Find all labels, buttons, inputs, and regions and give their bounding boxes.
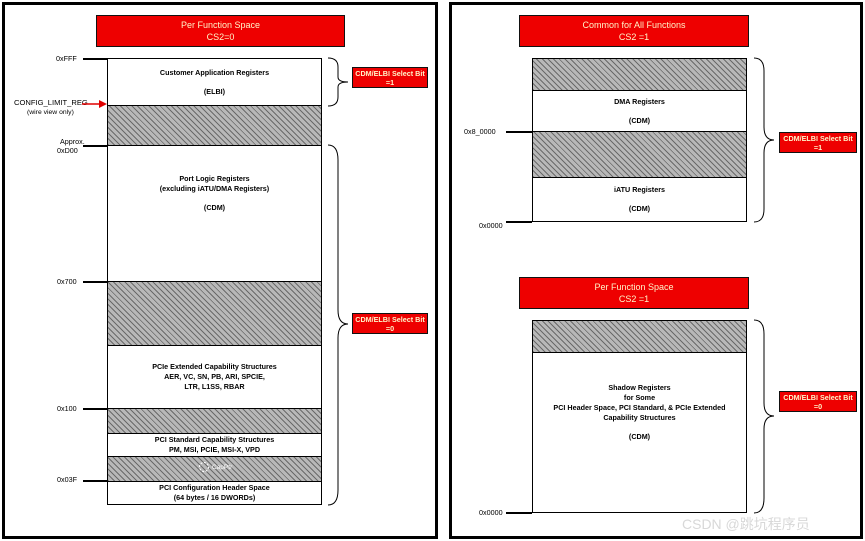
common-reserved-1 [532,58,747,91]
left-header-cs: CS2=0 [206,32,235,42]
left-header-title: Per Function Space [180,20,261,30]
address-0x700: 0x700 [57,277,77,286]
common-reserved-2 [532,131,747,178]
iatu-registers: iATU Registers (CDM) [532,177,747,222]
tick-0xfff [83,58,107,60]
watermark: CSDN @跳坑程序员 [682,516,810,532]
common-select-bit: CDM/ELBI Select Bit =1 [779,132,857,153]
config-limit-arrow-icon [82,100,107,108]
port-logic-registers: Port Logic Registers (excluding iATU/DMA… [107,145,322,282]
dma-registers: DMA Registers (CDM) [532,90,747,132]
tick-common-0x0000 [506,221,532,223]
cdm-select-bit-left: CDM/ELBI Select Bit =0 [352,313,428,334]
config-limit-reg-label: CONFIG_LIMIT_REG [14,98,88,107]
shadow-registers: Shadow Registers for Some PCI Header Spa… [532,352,747,513]
tick-0x8-0000 [506,131,532,133]
reserved-region-3 [107,408,322,434]
address-0xd00: 0xD00 [57,146,78,155]
address-0x100: 0x100 [57,404,77,413]
address-0xfff: 0xFFF [56,54,77,63]
address-0x03f: 0x03F [57,475,77,484]
wire-view-only-label: (wire view only) [27,109,74,116]
capptr-dashed-circle-icon [199,462,209,472]
elbi-brace [327,57,349,107]
left-header: Per Function Space CS2=0 [96,15,345,47]
shadow-select-bit: CDM/ELBI Select Bit =0 [779,391,857,412]
elbi-select-bit: CDM/ELBI Select Bit =1 [352,67,428,88]
address-0x8-0000: 0x8_0000 [464,127,496,136]
pcie-extended-capability-structures: PCIe Extended Capability Structures AER,… [107,345,322,409]
capptr-label: CapPtr [198,461,232,473]
tick-0xd00 [83,145,107,147]
reserved-region-1 [107,105,322,146]
customer-application-registers: Customer Application Registers (ELBI) [107,58,322,106]
reserved-region-2 [107,281,322,346]
tick-shadow-0x0000 [506,512,532,514]
common-brace [753,57,775,223]
address-shadow-0x0000: 0x0000 [479,508,503,517]
shadow-brace [753,319,775,514]
shadow-reserved [532,320,747,353]
shadow-header: Per Function Space CS2 =1 [519,277,749,309]
pci-standard-capability-structures: PCI Standard Capability Structures PM, M… [107,433,322,457]
common-header: Common for All Functions CS2 =1 [519,15,749,47]
address-common-0x0000: 0x0000 [479,221,503,230]
tick-0x03f [83,480,107,482]
cdm-brace [327,144,349,506]
address-approx: Approx. [60,137,85,146]
tick-0x100 [83,408,107,410]
pci-configuration-header-space: PCI Configuration Header Space (64 bytes… [107,481,322,505]
tick-0x700 [83,281,107,283]
